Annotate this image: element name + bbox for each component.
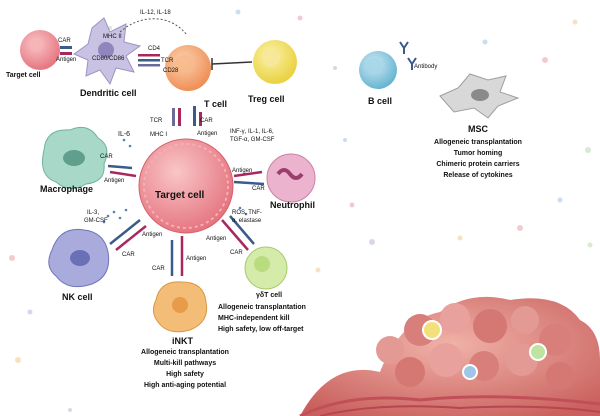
inkt-feature-item: High safety xyxy=(166,371,204,378)
cytokine-neutrophil-line1: ROS, TNF- xyxy=(232,210,262,216)
cytokine-dots xyxy=(102,138,248,224)
label-nk-cell: NK cell xyxy=(62,292,93,302)
marker-antigen-gdt: Antigen xyxy=(206,236,227,242)
antibody-icon xyxy=(399,41,409,54)
marker-cd4: CD4 xyxy=(148,46,161,52)
marker-car-t: CAR xyxy=(200,118,213,124)
msc-feature-item: Tumor homing xyxy=(453,150,503,157)
label-target-cell-center: Target cell xyxy=(155,190,205,201)
label-treg-cell: Treg cell xyxy=(248,94,285,104)
label-b-cell: B cell xyxy=(368,96,393,106)
marker-tcr-dc: TCR xyxy=(161,58,174,64)
label-dendritic-cell: Dendritic cell xyxy=(80,88,137,98)
label-neutrophil: Neutrophil xyxy=(270,200,315,210)
marker-car-gdt: CAR xyxy=(230,250,243,256)
cytokine-nk-line1: IL-3, xyxy=(87,210,100,216)
marker-mhc-ii: MHC II xyxy=(103,34,122,40)
cytokine-t-cell-line2: TGF-α, GM-CSF xyxy=(230,137,275,143)
central-target-cell-shape xyxy=(138,138,234,234)
cytokine-arrow xyxy=(119,18,187,35)
cytokine-dc-t: IL-12, IL-18 xyxy=(140,10,171,16)
marker-car-nk: CAR xyxy=(122,252,135,258)
antigen-icon xyxy=(60,52,72,55)
marker-tcr: TCR xyxy=(150,118,163,124)
gdt-feature-list: Allogeneic transplantation MHC-independe… xyxy=(218,302,328,335)
msc-feature-list: Allogeneic transplantation Tumor homing … xyxy=(418,137,538,181)
marker-antigen-t: Antigen xyxy=(197,131,218,137)
marker-car-neutrophil: CAR xyxy=(252,186,265,192)
label-macrophage: Macrophage xyxy=(40,184,94,194)
gdt-feature-item: High safety, low off-target xyxy=(218,326,304,333)
label-gdt-cell: γδT cell xyxy=(256,292,283,299)
msc-feature-item: Release of cytokines xyxy=(443,172,513,179)
label-t-cell: T cell xyxy=(204,99,228,109)
treg-inhibition-line xyxy=(211,61,253,65)
car-receptor-icon xyxy=(60,46,72,49)
label-inkt: iNKT xyxy=(172,336,193,346)
marker-mhc-i: MHC I xyxy=(150,132,167,138)
cytokine-nk-line2: GM-CSF xyxy=(84,218,108,224)
gdt-feature-item: MHC-independent kill xyxy=(218,315,290,322)
marker-antigen-inkt: Antigen xyxy=(186,256,207,262)
marker-car-inkt: CAR xyxy=(152,266,165,272)
cytokine-t-cell-line1: INF-γ, IL-1, IL-6, xyxy=(230,129,274,135)
marker-antigen-neutrophil: Antigen xyxy=(232,168,253,174)
gdt-feature-item: Allogeneic transplantation xyxy=(218,304,306,311)
cytokine-neutrophil-line2: α, elastase xyxy=(232,218,262,224)
marker-antigen-target: Antigen xyxy=(56,57,77,63)
label-target-cell-small: Target cell xyxy=(6,72,41,79)
inkt-feature-item: Allogeneic transplantation xyxy=(141,349,229,356)
cytokine-il6: IL-6 xyxy=(118,131,131,138)
neutrophil-shape xyxy=(266,153,316,203)
marker-antigen-macrophage: Antigen xyxy=(104,178,125,184)
marker-antigen-nk: Antigen xyxy=(142,232,163,238)
marker-car-target: CAR xyxy=(58,38,71,44)
marker-car-macrophage: CAR xyxy=(100,154,113,160)
inkt-feature-item: Multi-kill pathways xyxy=(153,360,217,367)
background-particles xyxy=(9,9,593,412)
inkt-feature-list: Allogeneic transplantation Multi-kill pa… xyxy=(120,347,250,391)
tumor-tissue xyxy=(299,296,600,416)
msc-feature-item: Allogeneic transplantation xyxy=(434,139,522,146)
marker-cd28: CD28 xyxy=(163,68,179,74)
marker-antibody: Antibody xyxy=(414,64,438,70)
inkt-feature-item: High anti-aging potential xyxy=(143,382,227,389)
label-msc: MSC xyxy=(468,124,488,134)
marker-cd80-cd86: CD80/CD86 xyxy=(92,56,125,62)
msc-feature-item: Chimeric protein carriers xyxy=(436,161,520,168)
